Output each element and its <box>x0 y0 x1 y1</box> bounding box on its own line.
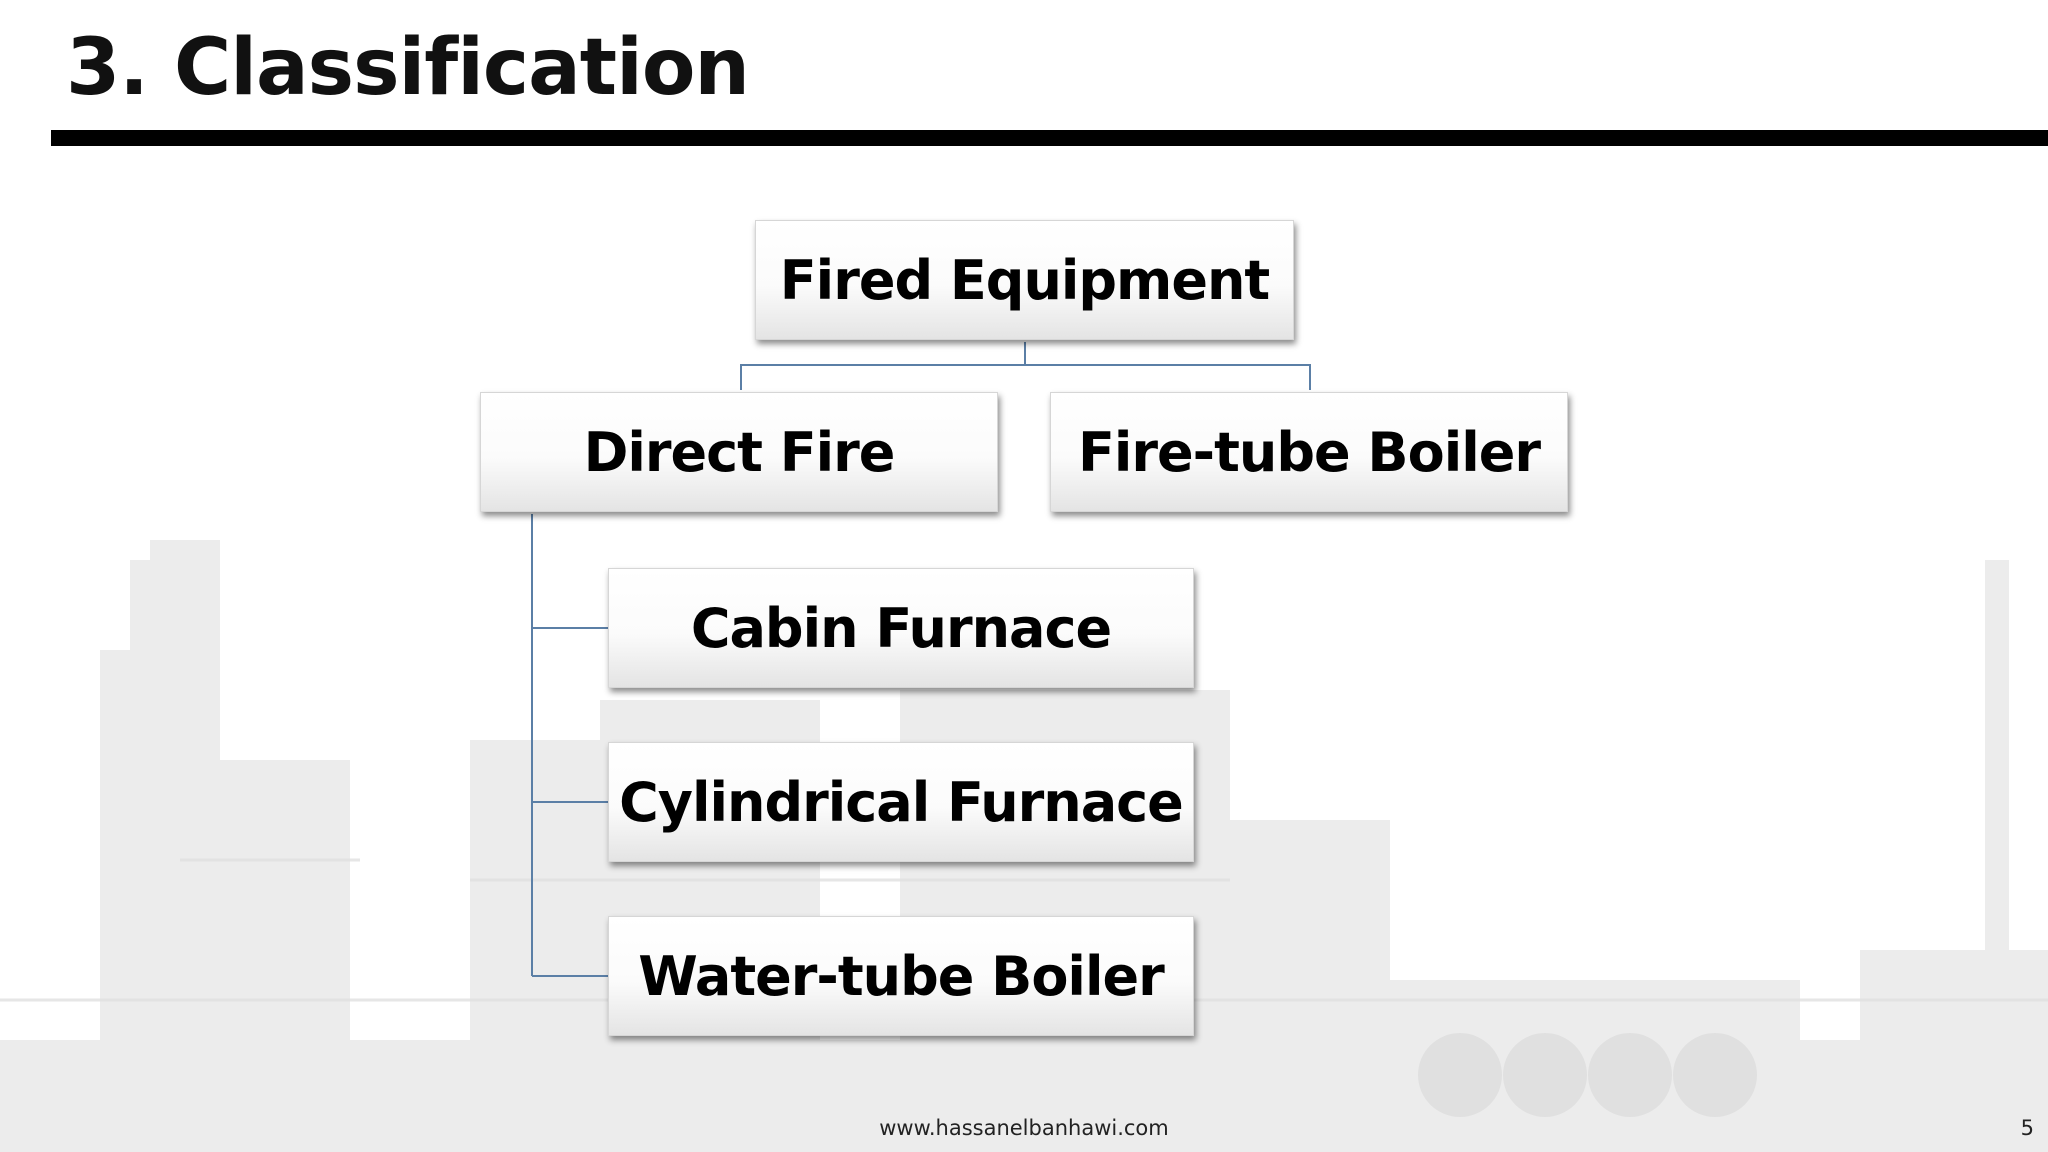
node-cabin-furnace: Cabin Furnace <box>608 568 1194 688</box>
slide-title: 3. Classification <box>66 23 750 113</box>
node-label: Direct Fire <box>583 420 896 484</box>
node-label: Fired Equipment <box>779 248 1270 312</box>
page-number: 5 <box>2020 1116 2034 1140</box>
node-label: Water-tube Boiler <box>638 944 1164 1008</box>
connector-level1-branch <box>740 364 1311 390</box>
node-direct-fire: Direct Fire <box>480 392 998 512</box>
node-label: Fire-tube Boiler <box>1078 420 1541 484</box>
connector-lines <box>531 342 1311 977</box>
node-cylindrical-furnace: Cylindrical Furnace <box>608 742 1194 862</box>
node-label: Cabin Furnace <box>690 596 1112 660</box>
node-fire-tube-boiler: Fire-tube Boiler <box>1050 392 1568 512</box>
node-fired-equipment: Fired Equipment <box>755 220 1294 340</box>
footer-website: www.hassanelbanhawi.com <box>879 1116 1169 1140</box>
node-water-tube-boiler: Water-tube Boiler <box>608 916 1194 1036</box>
node-label: Cylindrical Furnace <box>619 770 1184 834</box>
title-underline <box>51 130 2048 146</box>
